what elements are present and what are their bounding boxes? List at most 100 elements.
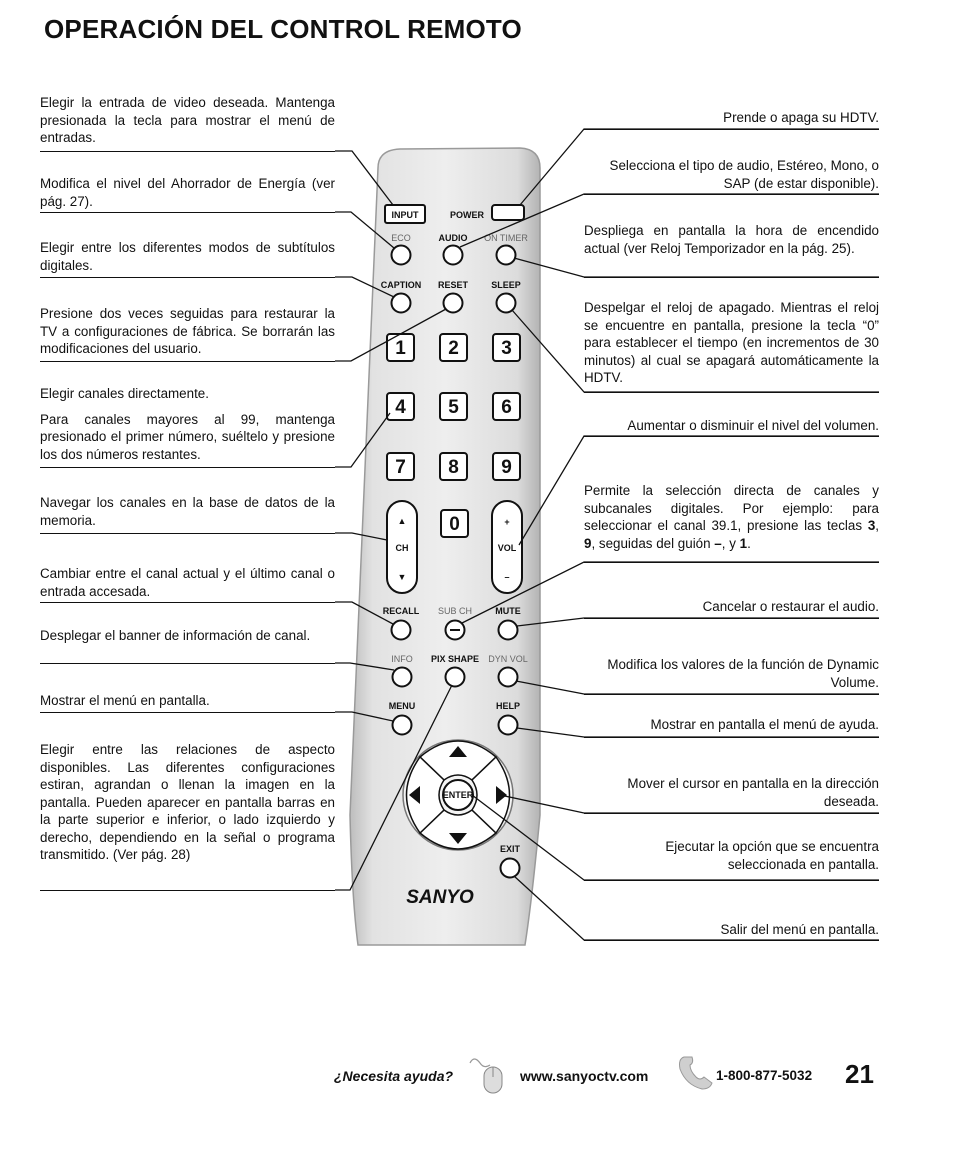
annotation-info: Desplegar el banner de información de ca… [40, 627, 335, 645]
leader-line [335, 601, 394, 625]
annotation-text: Modifica el nivel del Ahorrador de Energ… [40, 176, 335, 209]
dynvol-button[interactable] [497, 666, 519, 688]
annotation-reset: Presione dos veces seguidas para restaur… [40, 305, 335, 358]
pixshape-label: PIX SHAPE [431, 654, 479, 664]
divider [40, 151, 335, 152]
vol-label: VOL [498, 543, 517, 553]
volume-up-icon: + [504, 517, 509, 527]
leader-line [516, 617, 879, 627]
channel-note-text: , y [721, 535, 740, 551]
leader-line [335, 711, 394, 722]
exit-label: EXIT [500, 844, 521, 854]
annotation-sleep: Despelgar el reloj de apagado. Mientras … [584, 299, 879, 387]
digit-7-button[interactable] [386, 452, 415, 481]
leader-line [335, 211, 395, 249]
divider [584, 737, 879, 738]
leader-line [513, 257, 879, 278]
digit-5-label: 5 [448, 397, 459, 418]
divider [584, 940, 879, 941]
annotation-text: Para canales mayores al 99, mantenga pre… [40, 411, 335, 462]
digit-0-button[interactable] [440, 509, 469, 538]
website-link[interactable]: www.sanyoctv.com [520, 1068, 649, 1084]
phone-icon [679, 1056, 713, 1090]
dynvol-label: DYN VOL [488, 654, 528, 664]
divider [40, 663, 335, 664]
annotation-text: Mostrar en pantalla el menú de ayuda. [650, 717, 879, 732]
subch-button[interactable] [444, 619, 466, 641]
dpad-left-button[interactable] [405, 755, 445, 835]
digit-1-button[interactable] [386, 333, 415, 362]
digit-6-label: 6 [501, 397, 512, 418]
digit-5-button[interactable] [439, 392, 468, 421]
annotation-text: Despelgar el reloj de apagado. Mientras … [584, 300, 879, 385]
annotation-help: Mostrar en pantalla el menú de ayuda. [584, 716, 879, 734]
input-button[interactable] [384, 204, 426, 224]
divider [584, 562, 879, 563]
ch-label: CH [396, 543, 409, 553]
page-title: OPERACIÓN DEL CONTROL REMOTO [44, 14, 522, 44]
divider [584, 880, 879, 881]
annotation-text: Selecciona el tipo de audio, Estéreo, Mo… [609, 158, 879, 191]
dpad-right-button[interactable] [471, 755, 511, 835]
divider [584, 618, 879, 619]
annotation-dynvol: Modifica los valores de la función de Dy… [584, 656, 879, 691]
digit-8-button[interactable] [439, 452, 468, 481]
annotation-text: Mover el cursor en pantalla en la direcc… [627, 776, 879, 809]
divider [40, 533, 335, 534]
channel-note-text: Permite la selección directa de canales … [584, 483, 879, 533]
digit-6-button[interactable] [492, 392, 521, 421]
channel-note-key: 1 [739, 535, 748, 551]
recall-label: RECALL [383, 606, 420, 616]
enter-button[interactable] [442, 779, 474, 811]
eco-button[interactable] [390, 244, 412, 266]
info-button[interactable] [391, 666, 413, 688]
divider [584, 129, 879, 130]
dpad-down-button[interactable] [418, 809, 498, 850]
digit-3-button[interactable] [492, 333, 521, 362]
recall-button[interactable] [390, 619, 412, 641]
annotation-menu: Mostrar el menú en pantalla. [40, 692, 335, 710]
annotation-eco: Modifica el nivel del Ahorrador de Energ… [40, 175, 335, 210]
enter-label: ENTER [443, 790, 474, 800]
volume-rocker[interactable] [491, 500, 523, 594]
dpad-up-button[interactable] [418, 740, 498, 781]
leader-line [335, 276, 395, 298]
ontimer-button[interactable] [495, 244, 517, 266]
pixshape-button[interactable] [444, 666, 466, 688]
annotation-ontimer: Despliega en pantalla la hora de encendi… [584, 222, 879, 257]
audio-button[interactable] [442, 244, 464, 266]
caption-button[interactable] [390, 292, 412, 314]
exit-button[interactable] [499, 857, 521, 879]
annotation-vol: Aumentar o disminuir el nivel del volume… [584, 417, 879, 435]
menu-button[interactable] [391, 714, 413, 736]
channel-rocker[interactable] [386, 500, 418, 594]
arrow-down-icon [449, 833, 467, 844]
channel-note-text: . [747, 535, 751, 551]
annotation-text: Elegir canales directamente. [40, 386, 209, 401]
digit-2-button[interactable] [439, 333, 468, 362]
leader-line [335, 662, 395, 671]
channel-down-icon: ▼ [398, 572, 407, 582]
page-number: 21 [845, 1059, 874, 1089]
arrow-right-icon [496, 786, 507, 804]
annotation-text: Elegir entre los diferentes modos de sub… [40, 240, 335, 273]
annotation-arrows: Mover el cursor en pantalla en la direcc… [584, 775, 879, 810]
reset-button[interactable] [442, 292, 464, 314]
annotation-text: Cancelar o restaurar el audio. [702, 599, 879, 614]
help-question: ¿Necesita ayuda? [334, 1068, 454, 1084]
leader-line [335, 684, 453, 891]
help-button[interactable] [497, 714, 519, 736]
power-button[interactable] [491, 204, 525, 221]
arrow-up-icon [449, 746, 467, 757]
digit-9-button[interactable] [492, 452, 521, 481]
digit-2-label: 2 [448, 338, 459, 359]
leader-line [335, 532, 388, 541]
annotation-pixshape: Elegir entre las relaciones de aspecto d… [40, 741, 335, 864]
divider [584, 194, 879, 195]
channel-note-text: , [875, 518, 879, 533]
digit-4-button[interactable] [386, 392, 415, 421]
annotation-text: Despliega en pantalla la hora de encendi… [584, 223, 879, 256]
mute-button[interactable] [497, 619, 519, 641]
annotation-text: Navegar los canales en la base de datos … [40, 495, 335, 528]
sleep-button[interactable] [495, 292, 517, 314]
